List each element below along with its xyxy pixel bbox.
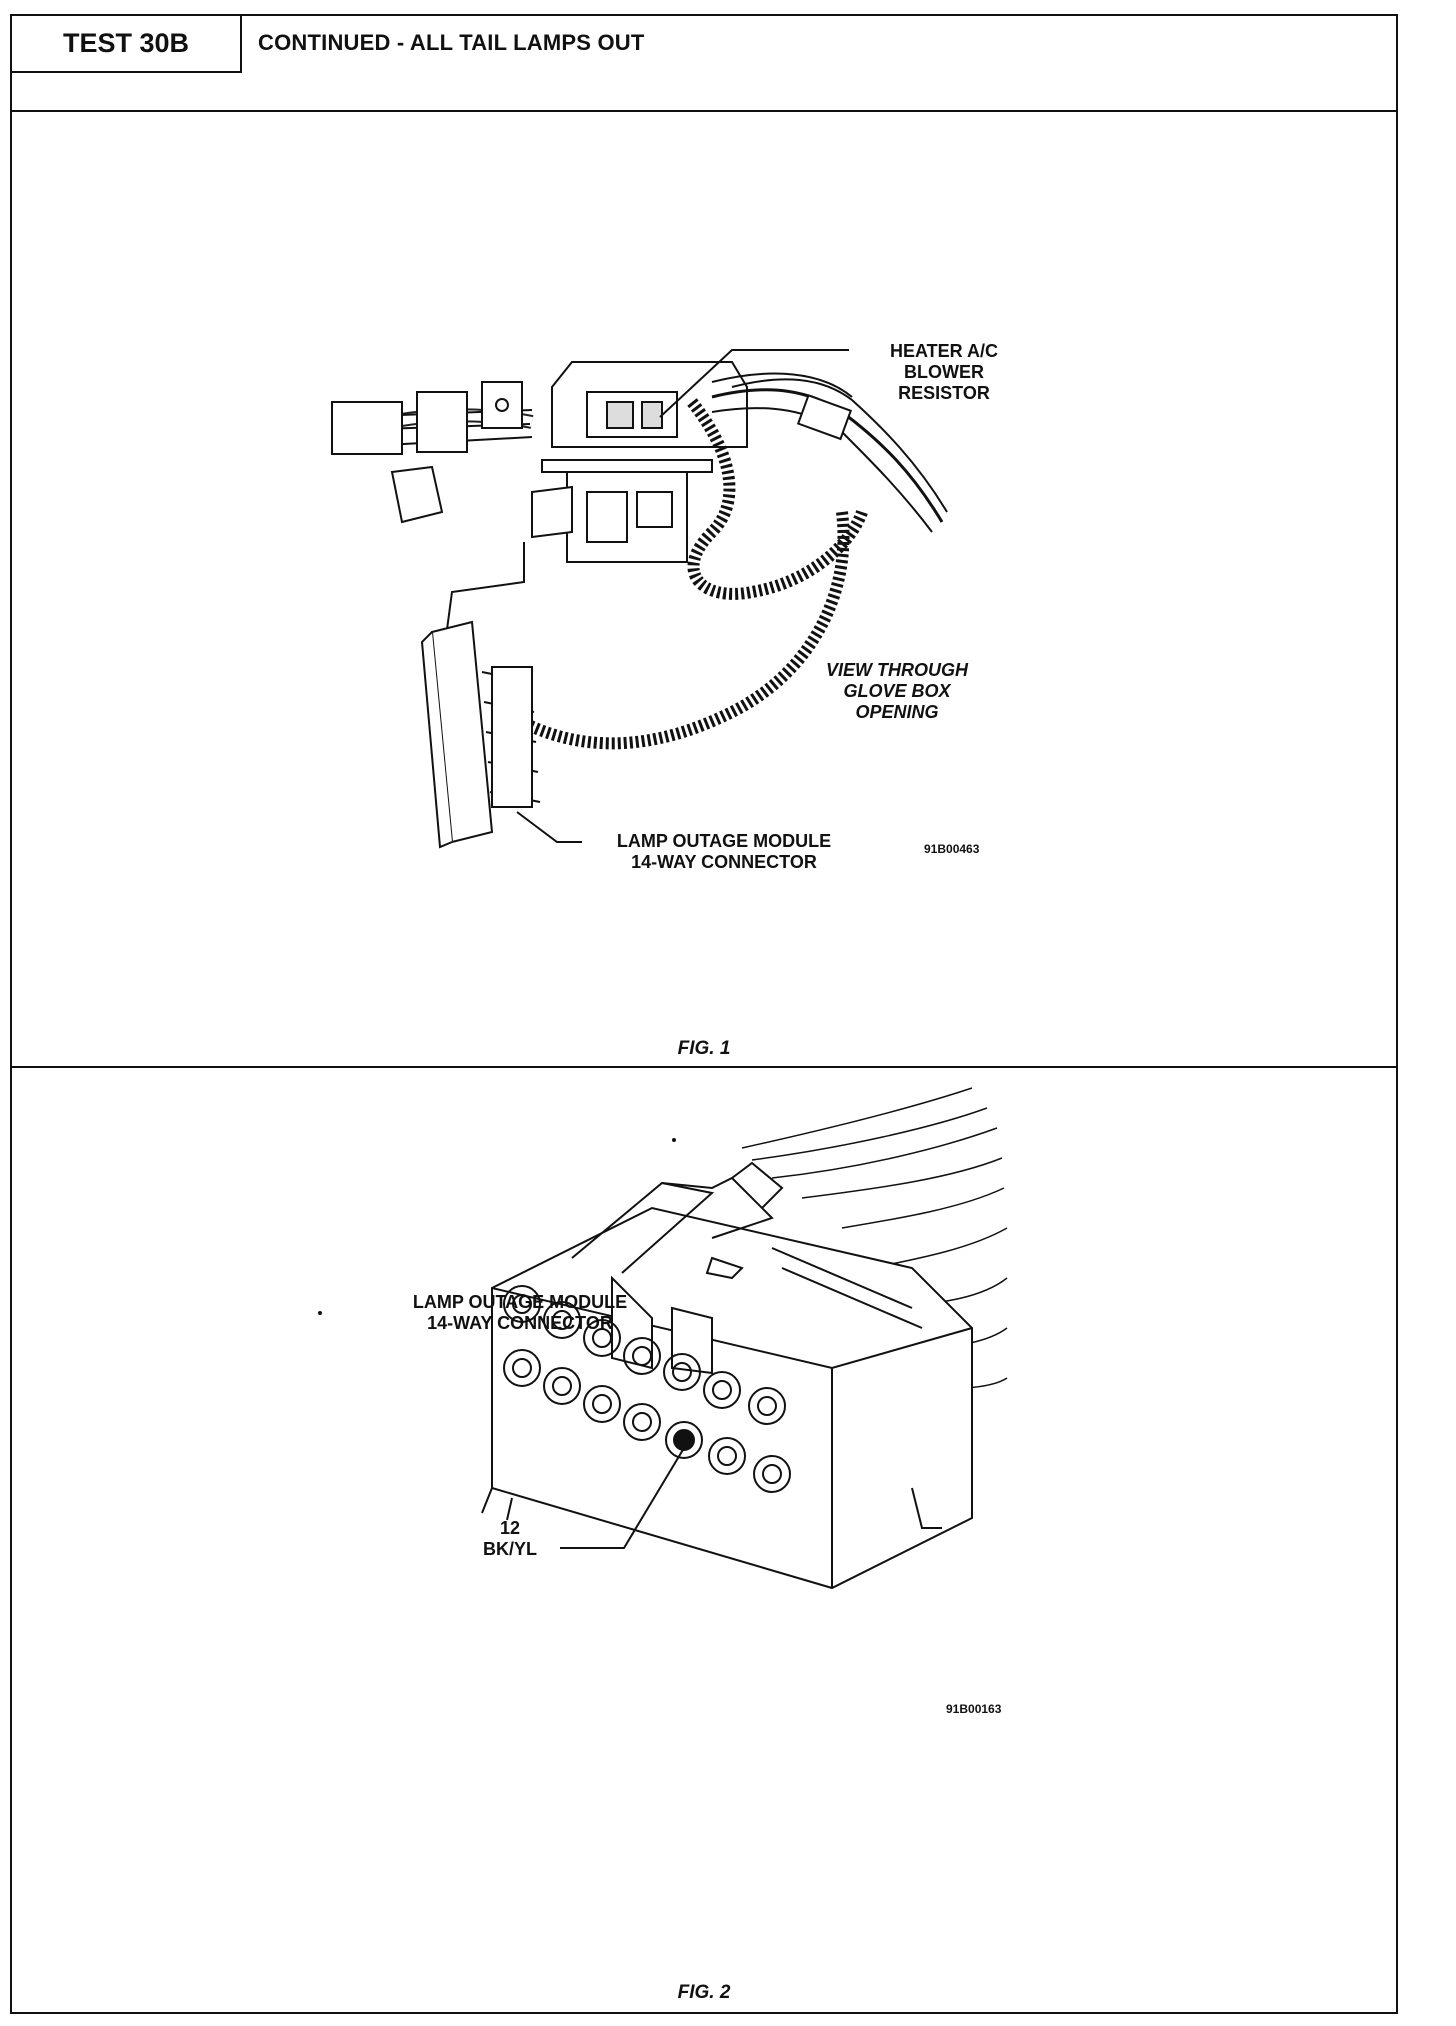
leader-module-connector <box>516 811 582 843</box>
cavity-12-highlight <box>673 1429 695 1451</box>
view-note-line-1: VIEW THROUGH <box>826 660 968 680</box>
view-note-line-3: OPENING <box>855 702 939 722</box>
test-title: CONTINUED - ALL TAIL LAMPS OUT <box>258 30 645 55</box>
page-header: TEST 30B CONTINUED - ALL TAIL LAMPS OUT <box>12 16 1396 112</box>
figure-2-image-code: 91B00163 <box>946 1702 1002 1716</box>
view-note-label: VIEW THROUGH GLOVE BOX OPENING <box>802 660 992 723</box>
cavity-row-bottom <box>503 1349 791 1493</box>
leader-heater-resistor <box>659 349 849 418</box>
figure-1-panel: HEATER A/C BLOWER RESISTOR VIEW THROUGH … <box>12 112 1396 1068</box>
fig2-module-connector-label: LAMP OUTAGE MODULE 14-WAY CONNECTOR <box>380 1292 660 1334</box>
module-connector-line-1: LAMP OUTAGE MODULE <box>616 831 832 851</box>
blower-housing <box>390 361 748 563</box>
figure-1-image-code: 91B00463 <box>924 842 980 856</box>
document-frame: TEST 30B CONTINUED - ALL TAIL LAMPS OUT <box>10 14 1398 2014</box>
right-wire-bundle <box>711 372 948 533</box>
figure-1-illustration <box>331 349 948 849</box>
heater-resistor-line-3: RESISTOR <box>898 383 990 403</box>
heater-resistor-line-2: BLOWER <box>904 362 984 382</box>
module-connector-line-2: 14-WAY CONNECTOR <box>631 852 817 872</box>
test-id-box: TEST 30B <box>12 16 242 73</box>
leader-pin-12 <box>560 1447 685 1549</box>
pin-number: 12 <box>499 1518 521 1538</box>
convoluted-loom <box>519 398 868 750</box>
fig2-module-connector-line-1: LAMP OUTAGE MODULE <box>412 1292 628 1312</box>
connector-body <box>481 1161 973 1590</box>
figure-2-caption: FIG. 2 <box>677 1982 731 2003</box>
figure-1-caption: FIG. 1 <box>677 1038 731 1059</box>
figure-2-panel: LAMP OUTAGE MODULE 14-WAY CONNECTOR 12 B… <box>12 1068 1396 2012</box>
figure-2-illustration <box>318 1087 1008 1590</box>
left-wire-bundle <box>331 381 534 455</box>
view-note-line-2: GLOVE BOX <box>843 681 951 701</box>
fig2-module-connector-line-2: 14-WAY CONNECTOR <box>427 1313 613 1333</box>
pin-wire-color: BK/YL <box>483 1539 537 1559</box>
pin-callout: 12 BK/YL <box>470 1518 550 1560</box>
cavity-row-top <box>503 1285 786 1425</box>
heater-resistor-label: HEATER A/C BLOWER RESISTOR <box>864 341 1024 404</box>
lamp-outage-module-connector <box>420 620 541 849</box>
heater-resistor-line-1: HEATER A/C <box>890 341 998 361</box>
module-connector-label: LAMP OUTAGE MODULE 14-WAY CONNECTOR <box>584 831 864 873</box>
